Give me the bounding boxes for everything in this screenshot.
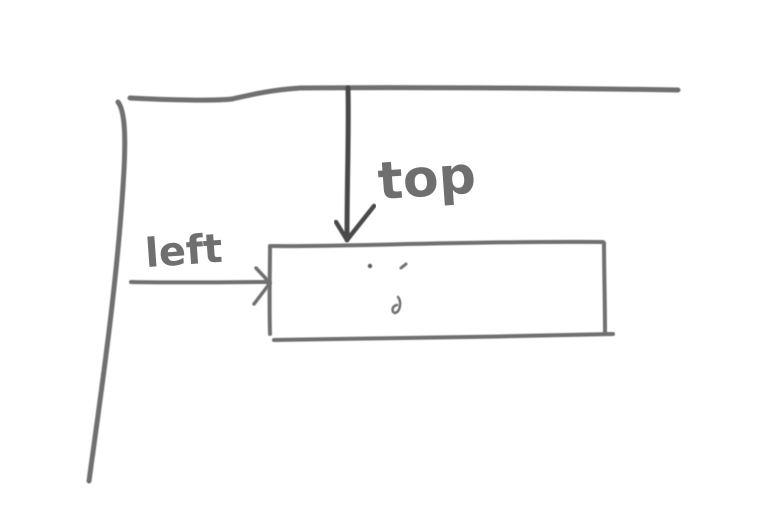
positioned-box: [267, 239, 615, 342]
left-arrow-head: [252, 266, 272, 306]
box-top-edge: [270, 239, 605, 249]
top-arrow-head: [333, 203, 377, 243]
inner-loop: [391, 295, 402, 315]
box-inner-marks: [367, 262, 408, 315]
box-bottom-edge: [272, 332, 615, 342]
container-top-edge: [127, 85, 681, 103]
left-label: left: [144, 226, 224, 277]
top-arrow-shaft: [344, 85, 351, 243]
container-left-edge: [86, 99, 128, 484]
inner-dash: [399, 262, 408, 270]
box-right-edge: [602, 241, 607, 335]
top-label: top: [376, 145, 478, 212]
inner-dot-1: [367, 263, 373, 269]
left-arrow: [129, 266, 272, 306]
top-arrow: [333, 85, 377, 243]
container-outline: [86, 85, 681, 484]
